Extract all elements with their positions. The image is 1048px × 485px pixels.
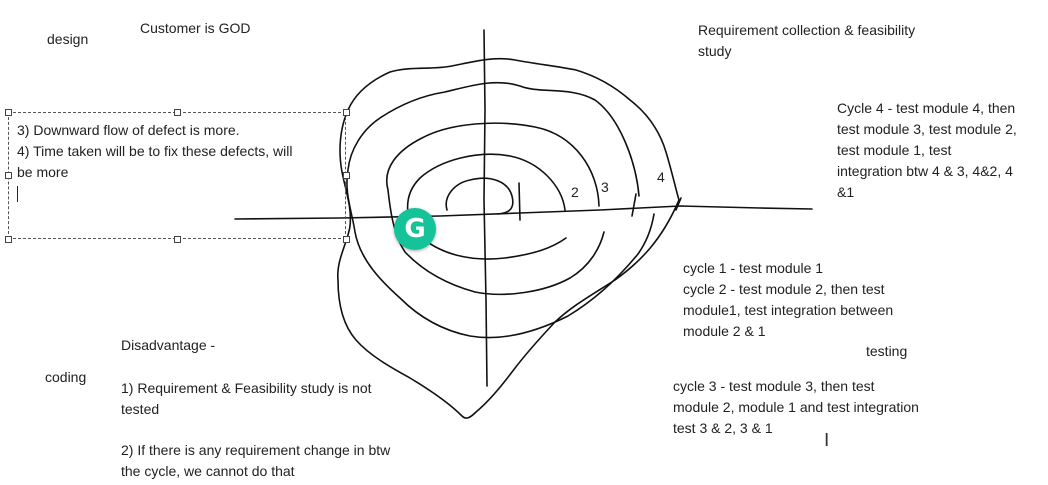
resize-handle[interactable] bbox=[174, 236, 181, 243]
grammarly-icon[interactable]: G bbox=[394, 208, 436, 250]
cycle4-note: Cycle 4 - test module 4, then test modul… bbox=[837, 100, 1017, 200]
spiral-loop-1 bbox=[445, 177, 514, 215]
design-label: design bbox=[47, 31, 89, 47]
resize-handle[interactable] bbox=[343, 172, 350, 179]
grammarly-letter: G bbox=[404, 214, 426, 244]
spiral-number-2: 2 bbox=[571, 184, 579, 200]
coding-label: coding bbox=[45, 369, 87, 385]
spiral-number-3: 3 bbox=[601, 179, 609, 195]
testing-label: testing bbox=[866, 343, 908, 359]
selection-line-2[interactable]: 4) Time taken will be to fix these defec… bbox=[17, 143, 293, 180]
spiral-loop-2 bbox=[406, 153, 567, 260]
disadvantage-point-1: 1) Requirement & Feasibility study is no… bbox=[121, 380, 372, 417]
requirement-label: Requirement collection & feasibility stu… bbox=[698, 22, 916, 59]
text-cursor-icon: I bbox=[824, 430, 830, 451]
cycle3-note: cycle 3 - test module 3, then test modul… bbox=[673, 378, 919, 436]
resize-handle[interactable] bbox=[343, 236, 350, 243]
spiral-number-4: 4 bbox=[657, 169, 665, 185]
spiral-loop-3 bbox=[385, 122, 605, 296]
resize-handle[interactable] bbox=[174, 109, 181, 116]
spiral-tick-4b bbox=[675, 197, 682, 211]
resize-handle[interactable] bbox=[343, 109, 350, 116]
selection-line-1[interactable]: 3) Downward flow of defect is more. bbox=[17, 122, 240, 138]
disadvantage-point-2: 2) If there is any requirement change in… bbox=[121, 442, 391, 479]
spiral-loop-5 bbox=[337, 57, 680, 419]
spiral-tick-4a bbox=[631, 193, 637, 217]
spiral-tick bbox=[518, 182, 521, 221]
horizontal-axis bbox=[234, 205, 813, 220]
text-caret bbox=[17, 186, 18, 202]
resize-handle[interactable] bbox=[5, 109, 12, 116]
resize-handle[interactable] bbox=[5, 236, 12, 243]
customer-label: Customer is GOD bbox=[140, 20, 251, 36]
resize-handle[interactable] bbox=[5, 172, 12, 179]
disadvantage-heading: Disadvantage - bbox=[121, 337, 216, 353]
cycles-1-2-note: cycle 1 - test module 1 cycle 2 - test m… bbox=[683, 260, 894, 339]
